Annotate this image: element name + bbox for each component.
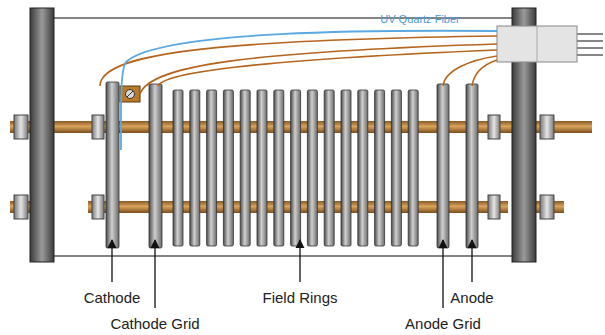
electrode-plate bbox=[106, 82, 119, 248]
electrode-plate bbox=[207, 90, 217, 246]
part-label: Anode Grid bbox=[405, 315, 481, 332]
feedthrough-connector bbox=[577, 40, 603, 42]
end-flanges bbox=[30, 8, 54, 262]
feedthrough-connector bbox=[497, 26, 603, 62]
housing bbox=[42, 18, 522, 256]
electrode-plate bbox=[240, 90, 250, 246]
electrode-wires bbox=[100, 36, 497, 94]
electrode-plate bbox=[307, 90, 317, 246]
electrode-plate bbox=[391, 90, 401, 246]
electrode-plate bbox=[466, 84, 478, 248]
electrode-plate bbox=[274, 90, 284, 246]
electrode-wires bbox=[472, 60, 497, 86]
electrode-wires bbox=[140, 44, 497, 94]
part-label: Cathode Grid bbox=[110, 315, 199, 332]
resistor-bracket bbox=[126, 90, 135, 99]
leader-arrows bbox=[154, 240, 155, 308]
electrode-plate bbox=[190, 90, 200, 246]
nuts bbox=[540, 195, 554, 219]
electrode-plate bbox=[223, 90, 233, 246]
nuts bbox=[14, 195, 28, 219]
leader-arrows bbox=[112, 240, 472, 308]
electrode-plate bbox=[149, 84, 162, 248]
electrode-wires bbox=[100, 36, 497, 86]
electrode-plate bbox=[408, 90, 418, 246]
nuts bbox=[14, 115, 554, 219]
leader-arrows bbox=[299, 240, 300, 282]
electrode-plate bbox=[173, 90, 183, 246]
nuts bbox=[488, 195, 500, 219]
feedthrough-connector bbox=[577, 33, 603, 35]
end-flanges bbox=[30, 8, 536, 262]
electrode-plate bbox=[324, 90, 334, 246]
electrode-plate bbox=[257, 90, 267, 246]
electrode-wires bbox=[443, 56, 497, 86]
electrode-plate bbox=[437, 84, 449, 248]
part-label: Anode bbox=[450, 289, 493, 306]
uv-quartz-fiber bbox=[121, 31, 497, 150]
electrode-plate bbox=[358, 90, 368, 246]
resistor-bracket bbox=[127, 91, 133, 97]
electrode-wires bbox=[158, 50, 497, 86]
nuts bbox=[488, 115, 500, 139]
feedthrough-connector bbox=[537, 26, 538, 62]
resistor-bracket bbox=[120, 86, 140, 102]
housing bbox=[42, 18, 522, 256]
part-label: Field Rings bbox=[262, 289, 337, 306]
feedthrough-connector bbox=[577, 47, 603, 49]
electrode-plate bbox=[291, 90, 301, 246]
uv-quartz-fiber bbox=[121, 31, 497, 150]
nuts bbox=[540, 115, 554, 139]
nuts bbox=[92, 195, 104, 219]
leader-arrows bbox=[111, 240, 112, 282]
leader-arrows bbox=[442, 240, 443, 308]
nuts bbox=[92, 115, 104, 139]
resistor-bracket bbox=[120, 86, 140, 102]
electrode-plates bbox=[106, 82, 478, 248]
feedthrough-connector bbox=[577, 54, 603, 56]
part-label: Cathode bbox=[84, 289, 141, 306]
electrode-plate bbox=[375, 90, 385, 246]
fiber-label: UV Quartz Fiber bbox=[380, 13, 459, 26]
feedthrough-connector bbox=[497, 26, 577, 62]
leader-arrows bbox=[471, 240, 472, 282]
electrode-plate bbox=[341, 90, 351, 246]
nuts bbox=[14, 115, 28, 139]
